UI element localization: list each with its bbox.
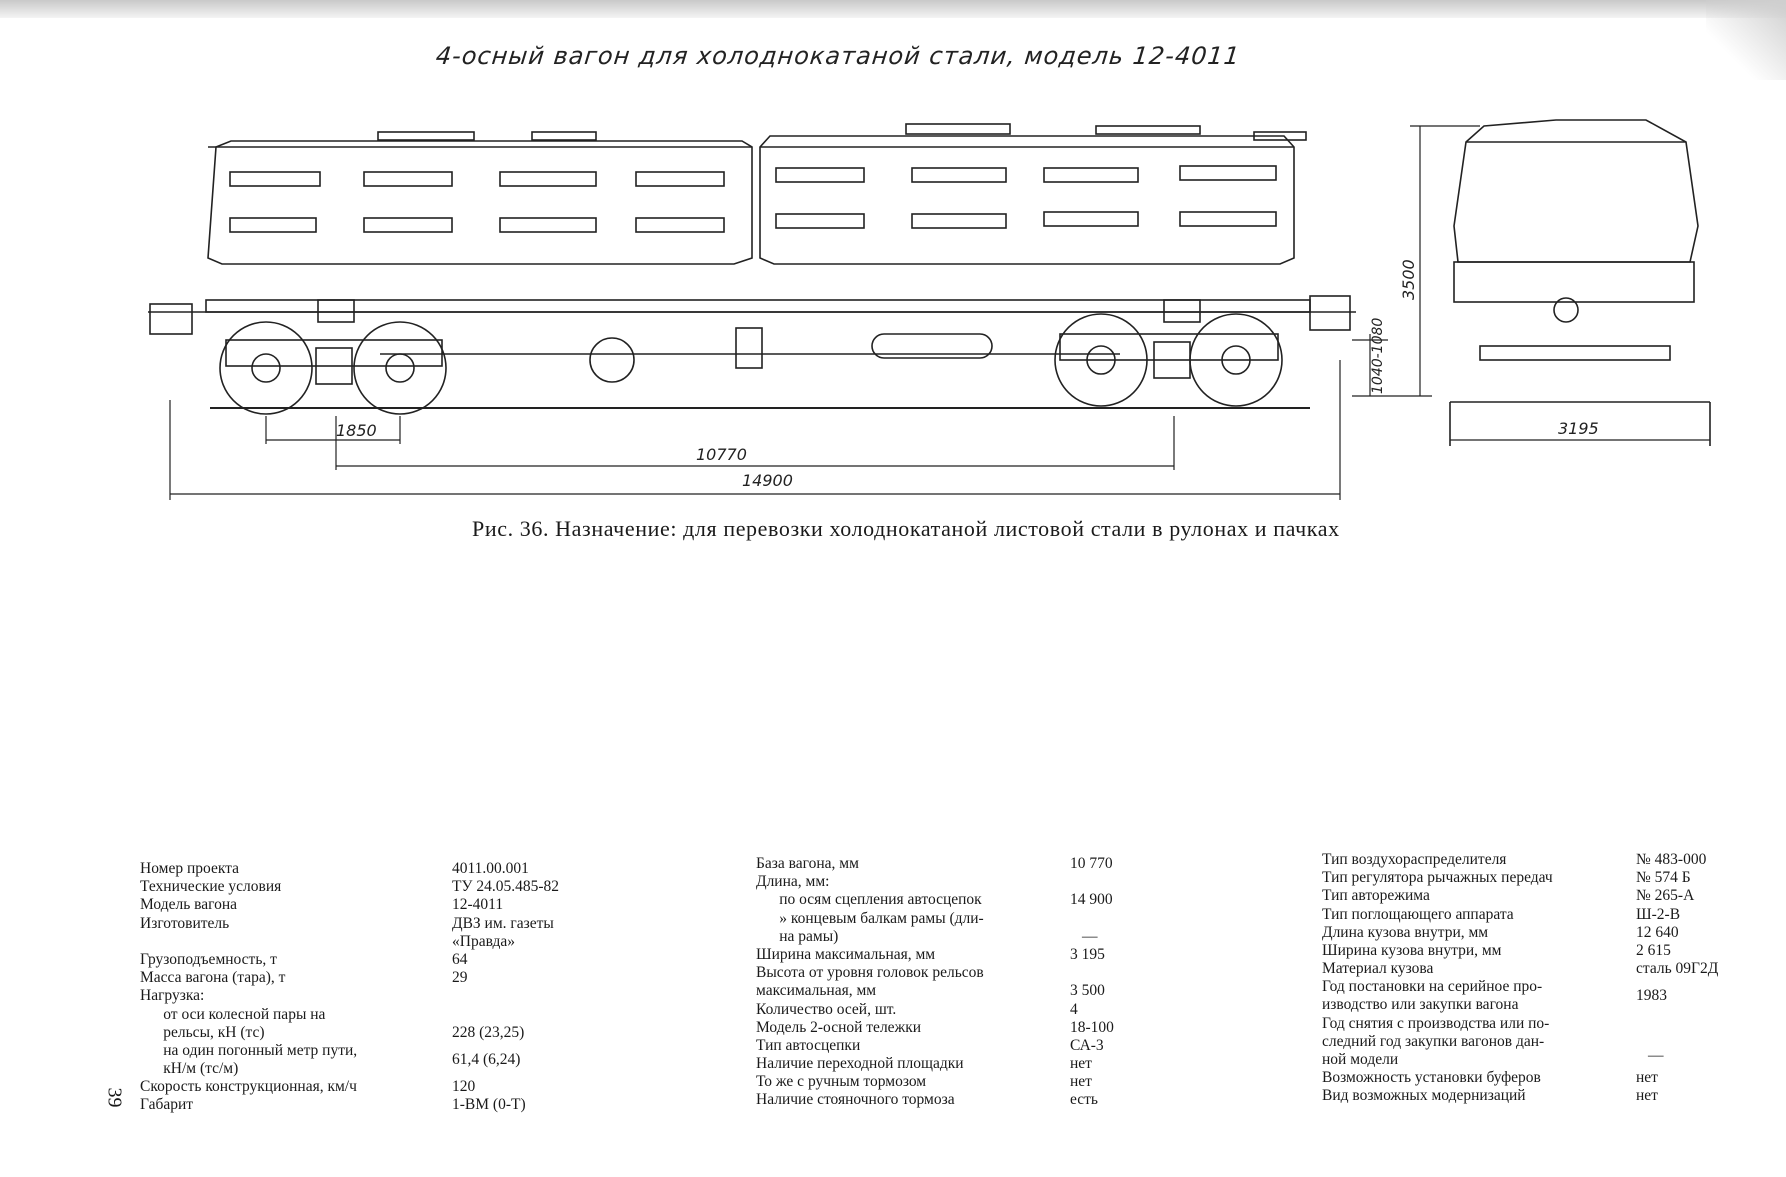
- end-view: [1449, 119, 1711, 446]
- dim-height: 3500: [1399, 259, 1418, 300]
- page-corner-shading: [1706, 0, 1786, 80]
- spec-row: на один погонный метр пути, кН/м (тс/м)6…: [140, 1041, 521, 1077]
- spec-row: от оси колесной пары на рельсы, кН (тс)2…: [140, 1005, 525, 1041]
- page-number: 39: [103, 1087, 126, 1108]
- figure-caption: Рис. 36. Назначение: для перевозки холод…: [472, 516, 1340, 541]
- underframe: [205, 299, 1311, 313]
- spec-row: » концевым балкам рамы (дли- на рамы)—: [756, 909, 1098, 945]
- brake-wheel: [589, 337, 635, 383]
- dim-coupler-height: 1040-1080: [1370, 318, 1386, 394]
- dim-width: 3195: [1558, 419, 1599, 438]
- spec-row: Год постановки на серийное про-изводство…: [1322, 978, 1667, 1014]
- side-vents-right: [775, 165, 1277, 229]
- page-top-shading: [0, 0, 1786, 18]
- roof-hatch: [1095, 125, 1201, 135]
- brake-cylinder: [735, 327, 763, 369]
- body-section-right: [759, 135, 1295, 265]
- dim-length: 14900: [742, 471, 793, 490]
- roof-hatch: [905, 123, 1011, 135]
- spec-row: Год снятия с производства или по-следний…: [1322, 1014, 1664, 1068]
- dim-car-base: 10770: [696, 445, 747, 464]
- wagon-drawing: 1850 10770 14900 3500 1040-1080 3195: [148, 119, 1711, 500]
- spec-row: Нагрузка:: [140, 987, 205, 1005]
- dim-bogie-base: 1850: [336, 421, 377, 440]
- roof-hatch: [377, 131, 475, 141]
- hopper-outlets: [317, 299, 1201, 323]
- coupler-left: [149, 303, 193, 335]
- bogie-left: [219, 321, 447, 415]
- roof-hatch: [531, 131, 597, 141]
- body-section-left: [207, 140, 753, 265]
- bogie-right: [1054, 313, 1283, 407]
- air-reservoir: [871, 333, 993, 359]
- dimension-lines: [169, 125, 1480, 500]
- side-vents-left: [229, 171, 725, 233]
- spec-row: Количество осей, шт.4: [756, 1000, 1078, 1018]
- spec-row: Длина, мм:: [756, 873, 830, 891]
- coupler-right: [1309, 295, 1351, 331]
